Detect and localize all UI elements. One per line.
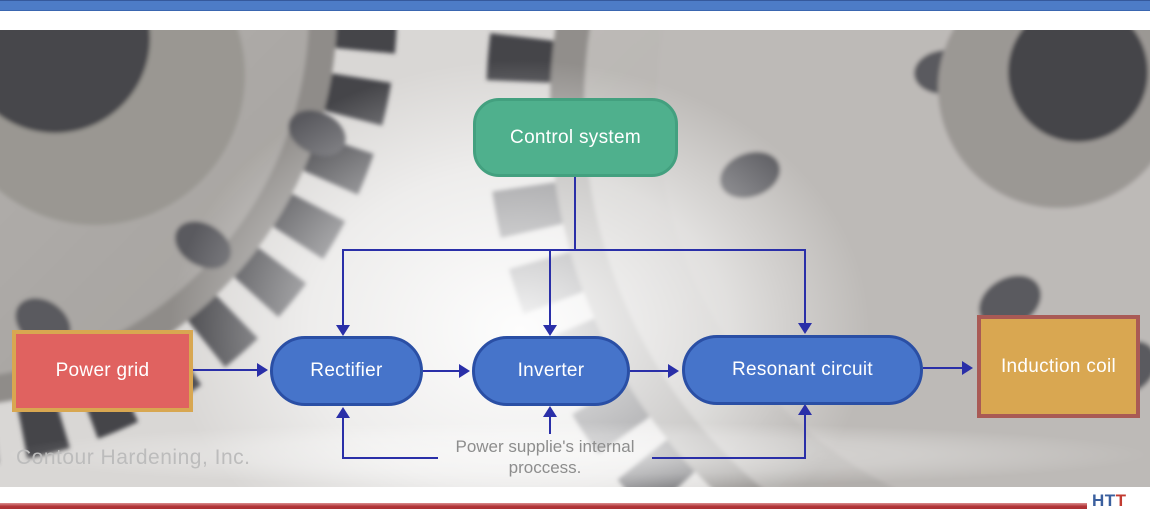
node-control-system: Control system [473,98,678,177]
edge-bottom-bus-right [652,457,806,459]
node-resonant-circuit: Resonant circuit [682,335,923,405]
internal-process-note-line2: proccess. [508,458,582,478]
edge-top-bus [342,249,806,251]
node-control-system-label: Control system [510,126,641,148]
node-induction-coil-label: Induction coil [1000,355,1117,377]
edge-note-to-resonant [804,415,806,459]
arrowhead-into-rectifier-bottom [336,407,350,418]
node-power-grid-label: Power grid [55,360,150,382]
internal-process-note: Power supplie's internal proccess. [425,436,665,479]
arrowhead-into-rectifier-top [336,325,350,336]
htt-logo: HTT [1092,491,1127,511]
edge-control-to-inverter [549,249,551,325]
arrowhead-into-inverter-left [459,364,470,378]
edge-note-to-inverter [549,417,551,434]
edge-inverter-to-resonant [630,370,670,372]
arrowhead-into-rectifier-left [257,363,268,377]
internal-process-note-line1: Power supplie's internal [455,437,635,456]
arrowhead-into-resonant-bottom [798,404,812,415]
arrowhead-into-inverter-bottom [543,406,557,417]
node-inverter-label: Inverter [517,360,585,382]
arrowhead-into-resonant-top [798,323,812,334]
edge-bottom-bus-left [342,457,438,459]
arrowhead-into-resonant-left [668,364,679,378]
edge-powergrid-to-rectifier [193,369,258,371]
edge-control-to-rectifier [342,249,344,325]
edge-control-drop [574,177,576,251]
node-rectifier: Rectifier [270,336,423,406]
top-accent-bar [0,0,1150,11]
node-inverter: Inverter [472,336,630,406]
node-power-grid: Power grid [12,330,193,412]
footer-accent-rule [0,503,1087,509]
edge-resonant-to-induction [923,367,964,369]
arrowhead-into-induction-left [962,361,973,375]
node-resonant-circuit-label: Resonant circuit [731,359,874,381]
edge-note-to-rectifier [342,418,344,459]
arrowhead-into-inverter-top [543,325,557,336]
watermark-text: Contour Hardening, Inc. [16,446,251,469]
edge-rectifier-to-inverter [423,370,460,372]
htt-logo-red-part: T [1115,491,1127,510]
edge-control-to-resonant [804,249,806,323]
htt-logo-blue-part: HT [1092,491,1116,510]
node-induction-coil: Induction coil [977,315,1140,418]
node-rectifier-label: Rectifier [310,360,383,382]
